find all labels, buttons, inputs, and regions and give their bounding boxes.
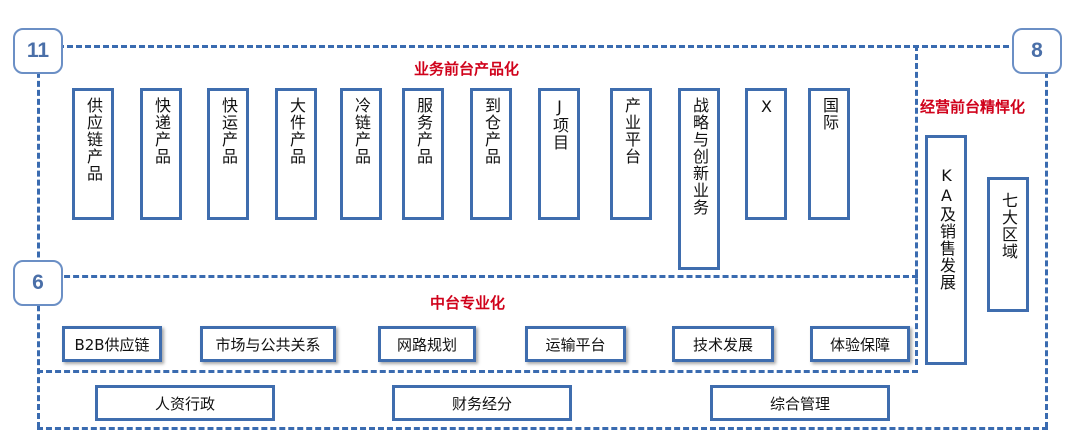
divider-middle-back-line — [37, 370, 918, 373]
middle-box-tech-development: 技术发展 — [672, 326, 774, 362]
operation-box-ka-sales: KA及销售发展 — [925, 135, 967, 365]
heading-middle-platform: 中台专业化 — [430, 294, 506, 312]
product-box-supply-chain: 供应链产品 — [72, 88, 114, 220]
back-box-finance: 财务经分 — [392, 385, 572, 421]
product-box-label: 服务产品 — [414, 97, 433, 165]
product-box-cold-chain: 冷链产品 — [340, 88, 382, 220]
divider-front-back-line — [915, 45, 918, 365]
middle-box-network-planning: 网路规划 — [378, 326, 476, 362]
back-box-general-management: 综合管理 — [710, 385, 890, 421]
badge-8: 8 — [1012, 28, 1062, 74]
badge-11: 11 — [13, 28, 63, 74]
middle-box-transport-platform: 运输平台 — [525, 326, 626, 362]
product-box-label: 国际 — [820, 97, 839, 131]
product-box-x: X — [745, 88, 787, 220]
back-box-hr-admin: 人资行政 — [95, 385, 275, 421]
product-box-label: 产业平台 — [622, 97, 641, 165]
divider-front-middle-line — [37, 275, 918, 278]
middle-box-marketing-pr: 市场与公共关系 — [200, 326, 336, 362]
product-box-large-items: 大件产品 — [275, 88, 317, 220]
middle-box-b2b-supply-chain: B2B供应链 — [62, 326, 162, 362]
product-box-label: 到仓产品 — [482, 97, 501, 165]
frame-right-line — [1045, 45, 1048, 428]
product-box-freight: 快运产品 — [207, 88, 249, 220]
product-box-to-warehouse: 到仓产品 — [470, 88, 512, 220]
product-box-label: 大件产品 — [287, 97, 306, 165]
middle-box-experience-assurance: 体验保障 — [810, 326, 910, 362]
product-box-industry-platform: 产业平台 — [610, 88, 652, 220]
product-box-label: X — [757, 97, 776, 117]
heading-operation-front: 经营前台精悍化 — [920, 98, 1026, 116]
operation-box-label: 七大区域 — [999, 192, 1018, 260]
product-box-label: 冷链产品 — [352, 97, 371, 165]
product-box-strategy-innovation: 战略与创新业务 — [678, 88, 720, 270]
operation-box-seven-regions: 七大区域 — [987, 177, 1029, 312]
product-box-j-project: J项目 — [538, 88, 580, 220]
frame-top-line — [40, 45, 1045, 48]
product-box-international: 国际 — [808, 88, 850, 220]
product-box-label: 战略与创新业务 — [690, 97, 709, 216]
product-box-label: J项目 — [550, 97, 569, 151]
product-box-express: 快递产品 — [140, 88, 182, 220]
product-box-label: 快运产品 — [219, 97, 238, 165]
product-box-service: 服务产品 — [402, 88, 444, 220]
product-box-label: 快递产品 — [152, 97, 171, 165]
heading-business-front: 业务前台产品化 — [414, 60, 520, 78]
product-box-label: 供应链产品 — [84, 97, 103, 182]
frame-left-line — [37, 45, 40, 428]
operation-box-label: KA及销售发展 — [937, 166, 956, 291]
frame-bottom-line — [37, 427, 1048, 430]
badge-6: 6 — [13, 260, 63, 306]
